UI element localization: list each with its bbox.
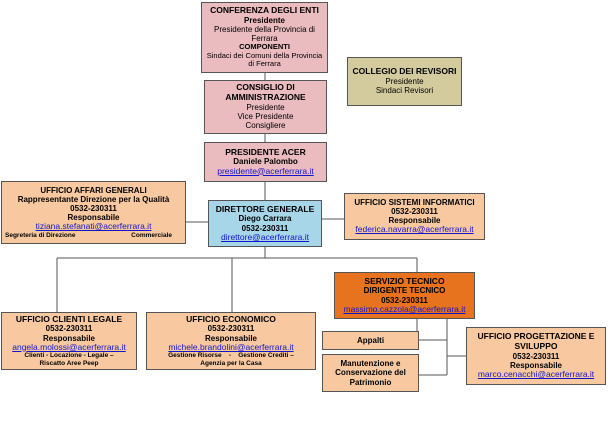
direttore-email-link[interactable]: direttore@acerferrara.it xyxy=(221,231,309,242)
economico-note-sep: - xyxy=(228,352,231,360)
affari-line1: Rappresentante Direzione per la Qualità xyxy=(17,194,170,204)
conferenza-presidente-text: Presidente della Provincia di Ferrara xyxy=(214,24,315,44)
affari-subunit-commerciale: Commerciale xyxy=(131,232,172,240)
clienti-phone: 0532-230311 xyxy=(45,324,93,334)
direttore-name: Diego Carrara xyxy=(238,214,292,224)
presidente-acer-box: PRESIDENTE ACER Daniele Palombo presiden… xyxy=(204,142,327,182)
economico-role: Responsabile xyxy=(204,333,257,343)
servizio-phone: 0532-230311 xyxy=(381,295,428,305)
servizio-line1: DIRIGENTE TECNICO xyxy=(363,286,446,296)
conferenza-role-componenti: COMPONENTI xyxy=(239,42,290,52)
collegio-title: COLLEGIO DEI REVISORI xyxy=(352,66,457,77)
sistemi-role: Responsabile xyxy=(388,216,441,226)
manutenzione-box: Manutenzione e Conservazione del Patrimo… xyxy=(322,354,419,392)
ufficio-sistemi-informatici-box: UFFICIO SISTEMI INFORMATICI 0532-230311 … xyxy=(344,193,485,240)
appalti-title: Appalti xyxy=(356,335,385,345)
affari-email-link[interactable]: tiziana.stefanati@acerferrara.it xyxy=(35,221,152,232)
affari-phone: 0532-230311 xyxy=(70,203,117,213)
affari-title: UFFICIO AFFARI GENERALI xyxy=(40,185,147,195)
sistemi-title: UFFICIO SISTEMI INFORMATICI xyxy=(354,197,475,207)
servizio-email-link[interactable]: massimo.cazzola@acerferrara.it xyxy=(343,303,466,314)
servizio-tecnico-box: SERVIZIO TECNICO DIRIGENTE TECNICO 0532-… xyxy=(334,272,475,319)
presidente-email-link[interactable]: presidente@acerferrara.it xyxy=(217,165,314,176)
clienti-note2: Riscatto Aree Peep xyxy=(39,359,99,367)
clienti-email-link[interactable]: angela.molossi@acerferrara.it xyxy=(12,341,126,352)
manutenzione-line1: Manutenzione e xyxy=(340,359,401,369)
clienti-title: UFFICIO CLIENTI LEGALE xyxy=(15,313,123,324)
affari-role: Responsabile xyxy=(67,213,120,223)
direttore-phone: 0532-230311 xyxy=(241,223,289,233)
direttore-generale-box: DIRETTORE GENERALE Diego Carrara 0532-23… xyxy=(208,200,322,247)
ufficio-affari-generali-box: UFFICIO AFFARI GENERALI Rappresentante D… xyxy=(1,181,186,244)
affari-subunits: Segreteria di Direzione Commerciale xyxy=(5,232,182,239)
economico-email-link[interactable]: michele.brandolini@acerferrara.it xyxy=(168,341,294,352)
ufficio-clienti-legale-box: UFFICIO CLIENTI LEGALE 0532-230311 Respo… xyxy=(1,312,137,370)
ufficio-economico-box: UFFICIO ECONOMICO 0532-230311 Responsabi… xyxy=(146,312,316,370)
presidente-name: Daniele Palombo xyxy=(233,157,298,167)
affari-subunit-segreteria: Segreteria di Direzione xyxy=(5,232,76,240)
sistemi-email-link[interactable]: federica.navarra@acerferrara.it xyxy=(355,224,474,235)
consiglio-line1: Presidente xyxy=(246,102,285,112)
economico-note-left: Gestione Risorse xyxy=(168,352,222,360)
consiglio-title: CONSIGLIO DI AMMINISTRAZIONE xyxy=(225,82,306,103)
conferenza-role-presidente: Presidente xyxy=(244,15,285,25)
consiglio-line2: Vice Presidente xyxy=(237,112,294,122)
direttore-title: DIRETTORE GENERALE xyxy=(215,203,315,214)
manutenzione-line2: Conservazione del xyxy=(335,368,406,378)
progettazione-role: Responsabile xyxy=(509,360,562,370)
clienti-role: Responsabile xyxy=(42,333,95,343)
economico-note-right: Gestione Crediti – xyxy=(238,352,294,360)
progettazione-phone: 0532-230311 xyxy=(512,351,560,361)
progettazione-email-link[interactable]: marco.cenacchi@acerferrara.it xyxy=(477,369,595,380)
economico-title: UFFICIO ECONOMICO xyxy=(186,313,276,324)
economico-phone: 0532-230311 xyxy=(207,324,255,334)
conferenza-title: CONFERENZA DEGLI ENTI xyxy=(210,4,319,15)
collegio-line2: Sindaci Revisori xyxy=(375,86,434,96)
manutenzione-line3: Patrimonio xyxy=(349,377,392,387)
sistemi-phone: 0532-230311 xyxy=(391,207,438,217)
economico-note2: Agenzia per la Casa xyxy=(200,359,262,367)
consiglio-amministrazione-box: CONSIGLIO DI AMMINISTRAZIONE Presidente … xyxy=(204,80,327,134)
consiglio-line3: Consigliere xyxy=(245,121,286,131)
clienti-note1: Clienti - Locazione - Legale – xyxy=(24,352,114,360)
servizio-title: SERVIZIO TECNICO xyxy=(364,275,445,286)
presidente-title: PRESIDENTE ACER xyxy=(225,146,306,157)
collegio-revisori-box: COLLEGIO DEI REVISORI Presidente Sindaci… xyxy=(347,57,462,106)
economico-note1: Gestione Risorse - Gestione Crediti – xyxy=(150,352,312,359)
conferenza-componenti-text: Sindaci dei Comuni della Provincia di Fe… xyxy=(206,50,323,69)
ufficio-progettazione-sviluppo-box: UFFICIO PROGETTAZIONE E SVILUPPO 0532-23… xyxy=(466,327,606,385)
progettazione-title: UFFICIO PROGETTAZIONE E SVILUPPO xyxy=(477,331,595,351)
conferenza-degli-enti-box: CONFERENZA DEGLI ENTI Presidente Preside… xyxy=(201,2,328,73)
collegio-line1: Presidente xyxy=(385,77,424,87)
appalti-box: Appalti xyxy=(322,331,419,350)
